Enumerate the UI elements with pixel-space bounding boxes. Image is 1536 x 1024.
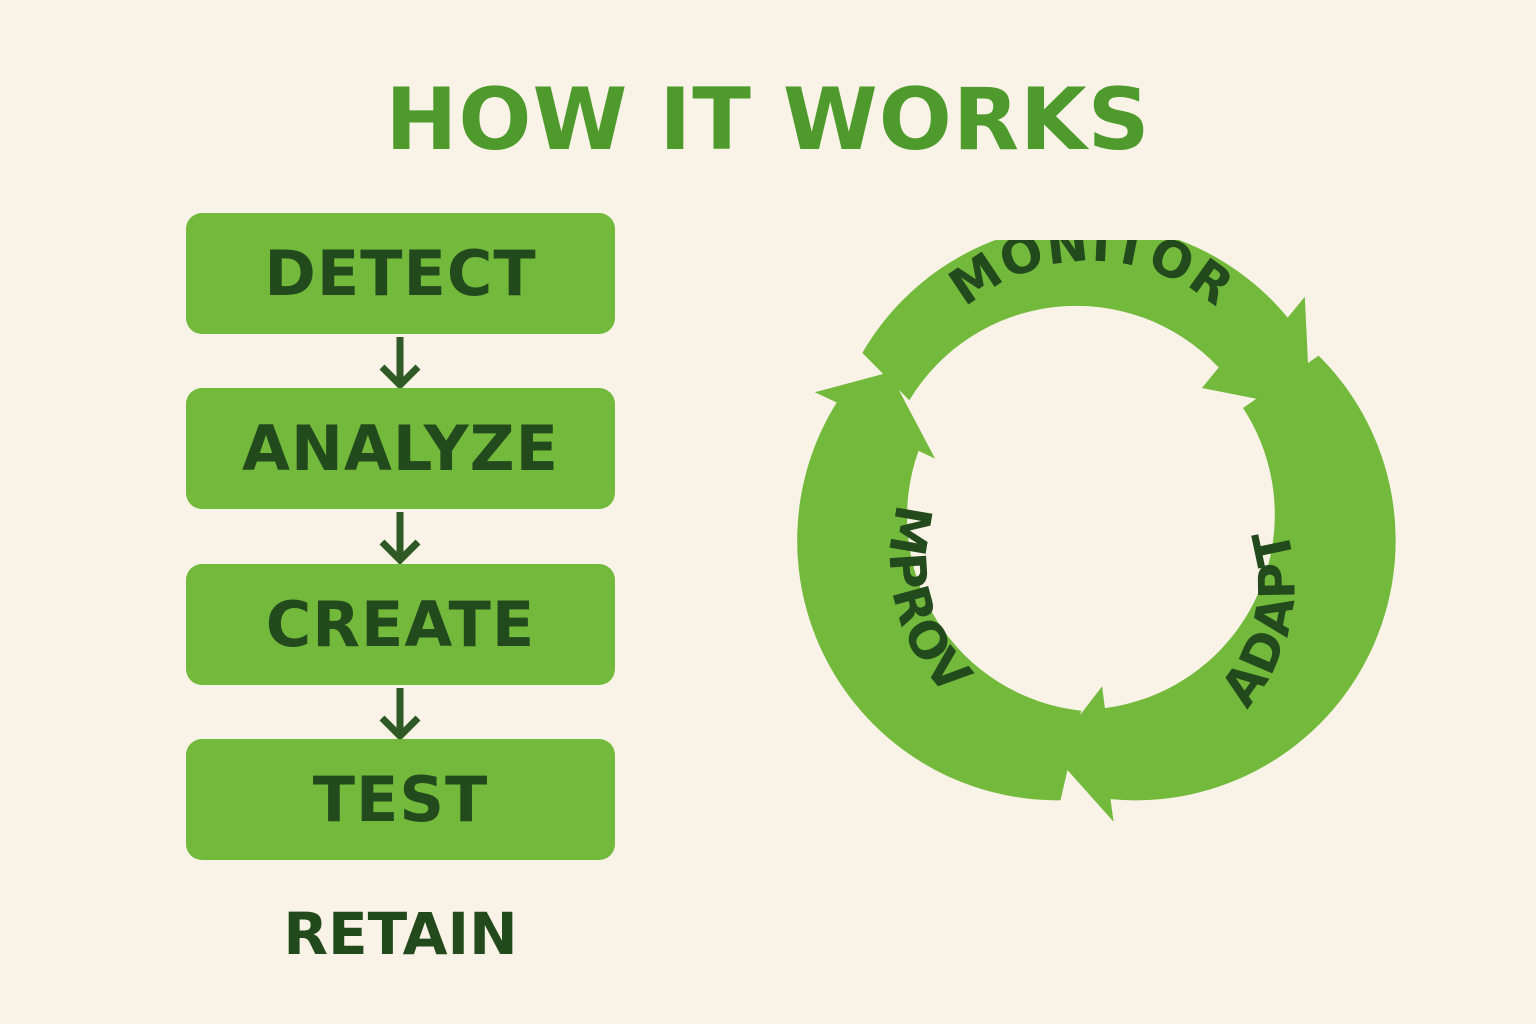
cycle-diagram: MONITOR ADAPT IMPROVE — [760, 240, 1396, 822]
step-test: TEST — [186, 739, 615, 860]
step-analyze: ANALYZE — [186, 388, 615, 509]
down-arrow-icon — [379, 337, 421, 390]
cycle-arrow-improve — [797, 372, 1082, 801]
down-arrow-icon — [379, 512, 421, 565]
step-detect: DETECT — [186, 213, 615, 334]
down-arrow-icon — [379, 688, 421, 741]
diagram-title: HOW IT WORKS — [385, 70, 1151, 170]
step-create: CREATE — [186, 564, 615, 685]
retain-label: RETAIN — [283, 900, 518, 968]
cycle-arrow-monitor — [862, 240, 1311, 410]
cycle-arrow-adapt — [1051, 355, 1396, 822]
